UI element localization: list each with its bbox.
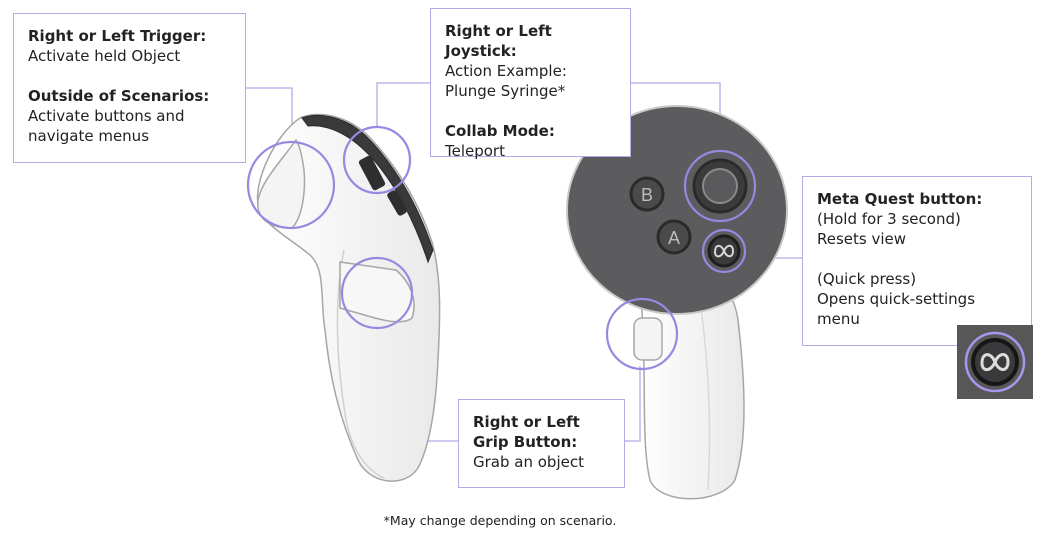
a-button: A — [656, 219, 692, 255]
outside-scenarios-heading: Outside of Scenarios: — [28, 87, 210, 105]
highlight-circles — [246, 125, 757, 371]
grip-callout: Right or Left Grip Button: Grab an objec… — [458, 399, 625, 488]
side-grip-highlight — [605, 297, 679, 371]
outside-scenarios-text-1: Activate buttons and — [28, 107, 185, 125]
meta-settings-text-2: menu — [817, 310, 860, 328]
joystick-highlight — [683, 149, 757, 223]
top-button-leader-line — [376, 82, 432, 128]
meta-logo-icon-large — [980, 353, 1010, 372]
top-button-highlight — [342, 125, 412, 195]
joystick-text-1: Action Example: — [445, 62, 567, 80]
outside-scenarios-text-2: navigate menus — [28, 127, 150, 145]
top-view-controller: B A — [566, 105, 788, 500]
joystick-heading: Right or Left Joystick: — [445, 22, 552, 60]
joystick — [692, 158, 748, 214]
side-controller-top-shell — [301, 115, 434, 264]
side-controller-grip-crease — [336, 249, 385, 479]
side-controller-grip-button — [339, 261, 415, 323]
grip-heading-1: Right or Left — [473, 413, 580, 431]
meta-heading: Meta Quest button: — [817, 190, 983, 208]
meta-settings-text-1: Opens quick-settings — [817, 290, 976, 308]
trigger-callout: Right or Left Trigger: Activate held Obj… — [13, 13, 246, 163]
top-controller-handle — [639, 287, 745, 500]
side-controller-button-edge — [387, 190, 407, 216]
side-controller-thumbstick-edge — [358, 155, 386, 191]
joystick-callout: Right or Left Joystick: Action Example: … — [430, 8, 631, 160]
b-button: B — [629, 176, 665, 212]
meta-button — [707, 234, 741, 268]
collab-mode-text: Teleport — [445, 142, 505, 160]
footnote: *May change depending on scenario. — [383, 513, 617, 528]
joystick-text-2: Plunge Syringe* — [445, 82, 566, 100]
meta-button-callout: Meta Quest button: (Hold for 3 second) R… — [802, 176, 1032, 346]
trigger-highlight — [246, 140, 336, 230]
grip-text: Grab an object — [473, 453, 584, 471]
meta-button-highlight — [701, 228, 747, 274]
top-controller-handle-crease — [699, 299, 711, 491]
a-button-label: A — [668, 228, 680, 248]
meta-reset-text: Resets view — [817, 230, 907, 248]
side-grip-leader-line — [625, 366, 641, 442]
trigger-heading: Right or Left Trigger: — [28, 27, 207, 45]
grip-heading-2: Grip Button: — [473, 433, 578, 451]
side-view-controller — [256, 113, 441, 482]
trigger-text: Activate held Object — [28, 47, 181, 65]
top-controller-side-grip — [633, 317, 663, 361]
meta-hold-text: (Hold for 3 second) — [817, 210, 961, 228]
grip-highlight — [340, 256, 414, 330]
b-button-label: B — [641, 185, 653, 205]
collab-mode-heading: Collab Mode: — [445, 122, 555, 140]
meta-button-thumbnail-graphic — [964, 331, 1026, 393]
meta-logo-icon — [713, 244, 735, 258]
meta-button-thumbnail — [957, 325, 1033, 399]
meta-quick-text: (Quick press) — [817, 270, 917, 288]
